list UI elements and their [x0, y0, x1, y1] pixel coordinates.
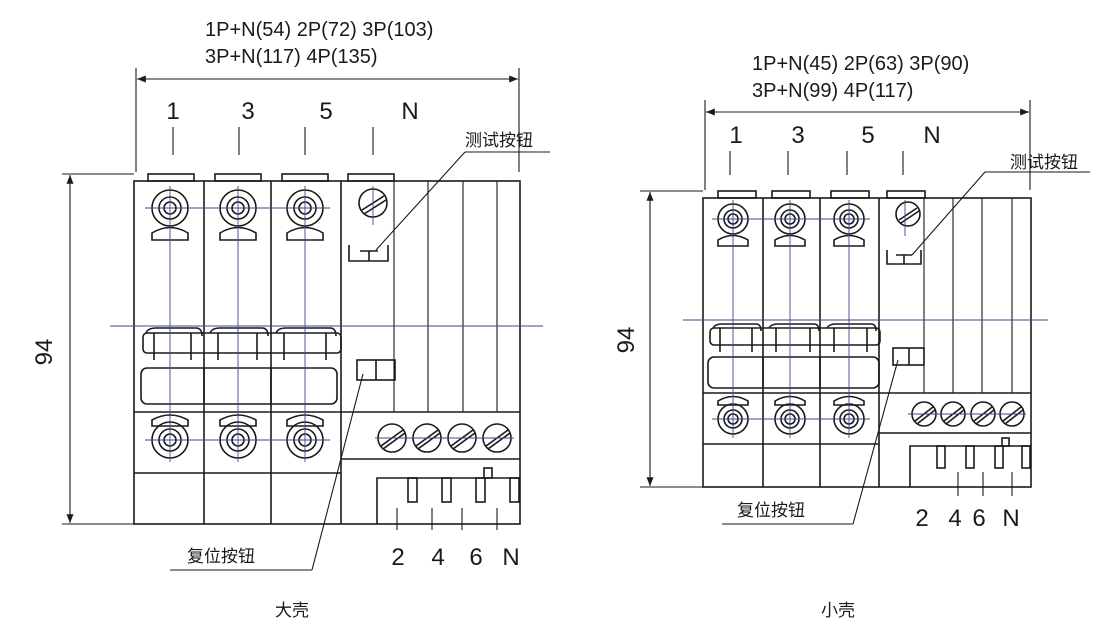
large-terminal-top-n: N: [401, 98, 418, 125]
small-terminal-top-1: 1: [729, 122, 742, 149]
small-terminal-top-n: N: [923, 122, 940, 149]
large-terminal-bottom-n: N: [502, 544, 519, 571]
small-shell-caption: 小壳: [821, 601, 855, 620]
large-width-text-line2: 3P+N(117) 4P(135): [205, 46, 378, 68]
large-terminal-top-1: 1: [166, 98, 179, 125]
small-reset-button-label: 复位按钮: [737, 501, 805, 520]
large-terminal-bottom-6: 6: [469, 544, 482, 571]
large-reset-button-label: 复位按钮: [187, 547, 255, 566]
large-terminal-bottom-4: 4: [431, 544, 444, 571]
small-height-text: 94: [613, 327, 640, 354]
large-terminal-bottom-2: 2: [391, 544, 404, 571]
large-height-text: 94: [31, 339, 58, 366]
large-width-text-line1: 1P+N(54) 2P(72) 3P(103): [205, 19, 433, 41]
large-shell-drawing: 1P+N(54) 2P(72) 3P(103) 3P+N(117) 4P(135…: [31, 19, 550, 620]
small-terminal-top-3: 3: [791, 122, 804, 149]
large-terminal-top-5: 5: [319, 98, 332, 125]
small-width-text-line1: 1P+N(45) 2P(63) 3P(90): [752, 53, 969, 75]
small-terminal-bottom-n: N: [1002, 505, 1019, 532]
large-reset-button-leader: [311, 373, 364, 571]
small-terminal-bottom-6: 6: [972, 505, 985, 532]
large-shell-caption: 大壳: [275, 601, 309, 620]
large-terminal-top-3: 3: [241, 98, 254, 125]
small-test-button-label: 测试按钮: [1010, 153, 1078, 172]
small-reset-button-leader: [852, 359, 899, 525]
large-test-button-label: 测试按钮: [465, 131, 533, 150]
small-terminal-bottom-4: 4: [948, 505, 961, 532]
large-test-button-leader: [375, 151, 466, 251]
small-test-button-leader: [911, 171, 986, 256]
small-width-text-line2: 3P+N(99) 4P(117): [752, 80, 913, 102]
small-terminal-top-5: 5: [861, 122, 874, 149]
small-terminal-bottom-2: 2: [915, 505, 928, 532]
small-shell-drawing: 1P+N(45) 2P(63) 3P(90) 3P+N(99) 4P(117) …: [613, 53, 1090, 620]
